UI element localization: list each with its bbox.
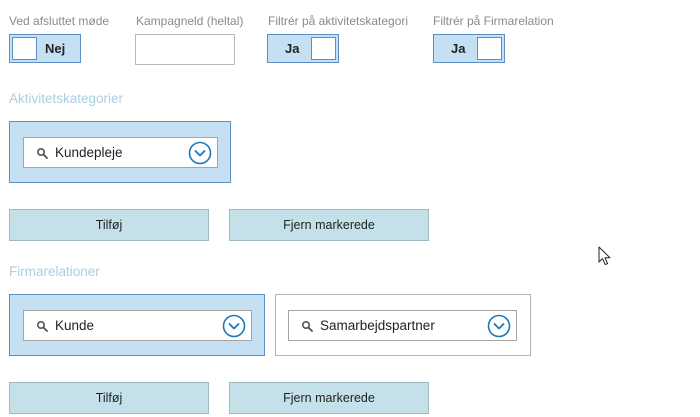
- company-relation-select[interactable]: Kunde: [23, 310, 252, 341]
- remove-selected-company-relations-button[interactable]: Fjern markerede: [229, 382, 429, 414]
- search-icon: [36, 320, 48, 332]
- toggle-knob: [311, 37, 336, 60]
- toggle-knob: [12, 37, 37, 60]
- filter-activity-category-label: Filtrér på aktivitetskategori: [268, 14, 409, 28]
- activity-category-select[interactable]: Kundepleje: [23, 137, 218, 168]
- mouse-pointer-icon: [598, 246, 611, 266]
- company-relation-item[interactable]: Kunde: [9, 294, 265, 356]
- activity-category-value: Kundepleje: [55, 145, 123, 160]
- toggle-knob: [477, 37, 502, 60]
- add-activity-category-button[interactable]: Tilføj: [9, 209, 209, 241]
- toggle-value: Ja: [285, 41, 300, 56]
- toggle-value: Ja: [451, 41, 466, 56]
- add-company-relation-button[interactable]: Tilføj: [9, 382, 209, 414]
- company-relation-select[interactable]: Samarbejdspartner: [288, 310, 517, 341]
- activity-categories-title: Aktivitetskategorier: [9, 91, 124, 106]
- company-relations-title: Firmarelationer: [9, 264, 100, 279]
- search-icon: [36, 147, 48, 159]
- toggle-value: Nej: [45, 41, 66, 56]
- chevron-down-icon[interactable]: [188, 141, 212, 165]
- chevron-down-icon[interactable]: [487, 314, 511, 338]
- company-relation-value: Samarbejdspartner: [320, 318, 435, 333]
- company-relation-value: Kunde: [55, 318, 95, 333]
- search-icon: [301, 320, 313, 332]
- meeting-ended-label: Ved afsluttet møde: [9, 14, 110, 28]
- filter-company-relation-toggle[interactable]: Ja: [433, 34, 505, 63]
- campaign-money-label: Kampagneld (heltal): [136, 14, 244, 28]
- meeting-ended-toggle[interactable]: Nej: [9, 34, 81, 63]
- company-relation-item[interactable]: Samarbejdspartner: [275, 294, 531, 356]
- filter-company-relation-label: Filtrér på Firmarelation: [433, 14, 554, 28]
- campaign-money-field[interactable]: [135, 34, 235, 65]
- chevron-down-icon[interactable]: [222, 314, 246, 338]
- filter-activity-category-toggle[interactable]: Ja: [267, 34, 339, 63]
- remove-selected-activity-categories-button[interactable]: Fjern markerede: [229, 209, 429, 241]
- activity-category-item[interactable]: Kundepleje: [9, 121, 231, 183]
